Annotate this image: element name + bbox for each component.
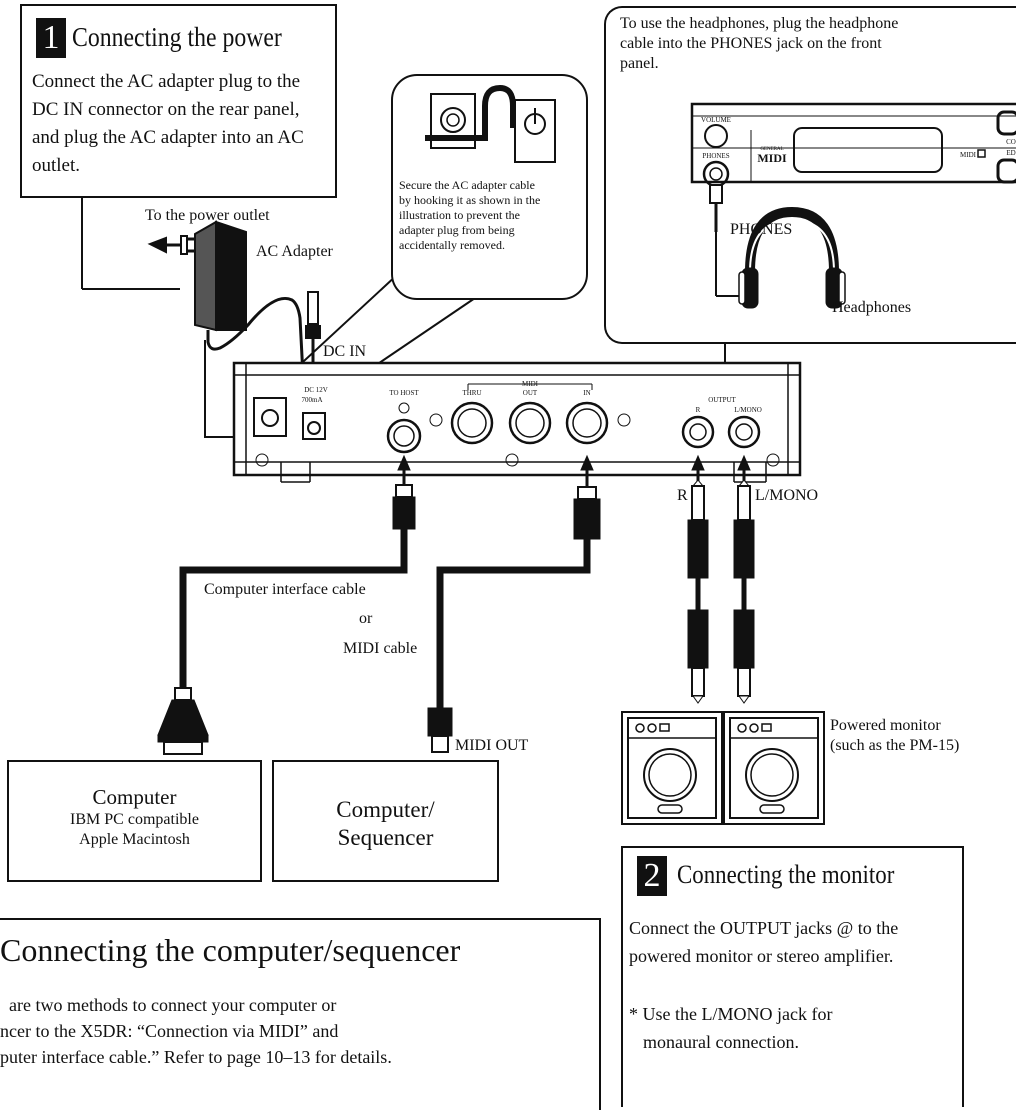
phones-label: PHONES: [730, 221, 793, 238]
computer-box: Computer IBM PC compatible Apple Macinto…: [7, 760, 262, 882]
step1-title: Connecting the power: [72, 22, 282, 52]
to-host-label: TO HOST: [389, 389, 419, 397]
step2-body: Connect the OUTPUT jacks @ to the powere…: [629, 918, 899, 966]
step3-body-line2: ncer to the X5DR: “Connection via MIDI” …: [0, 1021, 339, 1041]
step2-box: 2 Connecting the monitor Connect the OUT…: [621, 846, 964, 1107]
ac-adapter-icon: [147, 220, 247, 332]
out-label: OUT: [523, 389, 538, 397]
sequencer-line2: Sequencer: [337, 825, 434, 850]
step1-box: 1 Connecting the power Connect the AC ad…: [20, 4, 337, 198]
powered-monitor-right: [723, 711, 825, 825]
step3-body-line1: are two methods to connect your computer…: [9, 995, 337, 1015]
audio-cable-lmono: [733, 454, 755, 704]
computer-interface-cable-label: Computer interface cable: [204, 581, 366, 598]
adapter-to-dcin-cable: [206, 297, 306, 396]
powered-monitor-left: [621, 711, 723, 825]
computer-interface-cable: [157, 454, 416, 755]
rear-panel: [232, 361, 802, 483]
front-edge-bottom: ED: [1006, 149, 1015, 157]
headphones-label: Headphones: [832, 299, 912, 316]
computer-title: Computer: [92, 785, 177, 809]
midi-group-label: MIDI: [522, 380, 539, 388]
midi-out-label: MIDI OUT: [455, 737, 529, 754]
computer-line1: IBM PC compatible: [70, 811, 199, 828]
audio-cable-r: [687, 454, 709, 704]
rear-panel-labels: DC 12V 700mA TO HOST MIDI THRU OUT IN OU…: [302, 380, 762, 414]
sequencer-line1: Computer/: [336, 797, 435, 822]
ac-adapter-label: AC Adapter: [256, 243, 333, 260]
box1-bracket: [81, 196, 180, 290]
front-phones-label: PHONES: [702, 152, 729, 160]
front-logo: MIDI: [757, 151, 787, 165]
front-midi-indicator: MIDI: [960, 151, 977, 159]
step2-number: 2: [637, 856, 667, 896]
step1-body: Connect the AC adapter plug to the DC IN…: [32, 71, 304, 176]
power-outlet-label: To the power outlet: [145, 207, 270, 224]
or-label: or: [359, 610, 373, 627]
output-label: OUTPUT: [708, 396, 736, 404]
front-logo-top: GENERAL: [760, 147, 783, 152]
front-panel-illustration: VOLUME PHONES GENERAL MIDI MIDI CO ED: [690, 102, 1016, 309]
step3-box: Connecting the computer/sequencer are tw…: [0, 918, 601, 1110]
front-volume-label: VOLUME: [701, 116, 731, 124]
midi-cable: [427, 454, 601, 753]
step3-body-line3: puter interface cable.” Refer to page 10…: [0, 1047, 392, 1067]
dc-rating-label: DC 12V: [304, 386, 328, 394]
dc-current-label: 700mA: [302, 396, 323, 404]
hook-detail-icon: [425, 84, 556, 163]
output-lmono-cable-label: L/MONO: [755, 487, 819, 504]
headphones-callout-text: To use the headphones, plug the headphon…: [620, 15, 899, 72]
powered-monitor-label: Powered monitor: [830, 717, 941, 734]
sequencer-box: Computer/ Sequencer: [272, 760, 499, 882]
step2-title: Connecting the monitor: [677, 860, 895, 889]
thru-label: THRU: [462, 389, 481, 397]
hook-callout-bubble: Secure the AC adapter cable by hooking i…: [391, 74, 588, 300]
powered-monitor-model-label: (such as the PM-15): [830, 737, 960, 754]
dc-in-label: DC IN: [323, 343, 367, 360]
step2-note: * Use the L/MONO jack for monaural conne…: [629, 1004, 833, 1052]
front-edge-top: CO: [1006, 138, 1016, 146]
output-lmono-label: L/MONO: [734, 406, 762, 414]
step3-title: Connecting the computer/sequencer: [0, 932, 461, 968]
hook-callout-text: Secure the AC adapter cable by hooking i…: [399, 178, 541, 252]
output-r-label: R: [696, 406, 701, 414]
step1-number: 1: [36, 18, 66, 58]
midi-cable-label: MIDI cable: [343, 640, 418, 657]
in-label: IN: [583, 389, 590, 397]
output-r-cable-label: R: [677, 487, 688, 504]
headphones-callout-box: To use the headphones, plug the headphon…: [604, 6, 1016, 344]
computer-line2: Apple Macintosh: [79, 831, 190, 848]
